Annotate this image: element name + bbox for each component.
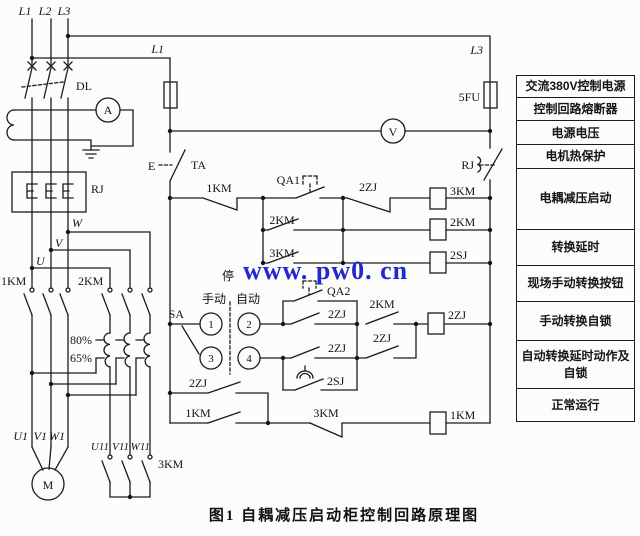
junction-dots bbox=[29, 33, 493, 500]
legend-row: 正常运行 bbox=[516, 388, 635, 423]
label-u1: U1 bbox=[13, 429, 28, 443]
label-2zj-bottom: 2ZJ bbox=[189, 376, 207, 390]
label-u11: U11 bbox=[91, 441, 109, 453]
label-2km-nc: 2KM bbox=[369, 297, 395, 311]
fuse-l1 bbox=[163, 81, 178, 109]
motor-label: M bbox=[43, 478, 54, 492]
legend-row: 电源电压 bbox=[516, 120, 635, 146]
label-2km-main: 2KM bbox=[78, 274, 104, 288]
label-1km-main: 1KM bbox=[1, 274, 27, 288]
switch-ta: E TA bbox=[148, 149, 206, 424]
label-3km-nc: 3KM bbox=[313, 406, 339, 420]
sa-pos-1: 1 bbox=[208, 319, 214, 331]
label-qa2: QA2 bbox=[327, 284, 350, 298]
figure-caption: 图1 自耦减压启动柜控制回路原理图 bbox=[208, 508, 480, 524]
label-rj-left: RJ bbox=[91, 182, 104, 196]
bottom-rows: 2ZJ 1KM 3KM 1KM bbox=[169, 376, 491, 438]
voltmeter bbox=[380, 118, 406, 144]
thermal-relay-rj: RJ bbox=[11, 171, 104, 213]
motor: M U1 V1 W1 bbox=[13, 429, 69, 501]
legend-row: 电耦减压启动 bbox=[516, 167, 635, 230]
label-w11: W11 bbox=[131, 441, 150, 453]
selector-sa: 停 手动 自动 SA 1 2 3 4 bbox=[169, 268, 284, 375]
label-sa: SA bbox=[169, 307, 185, 321]
label-v1: V1 bbox=[34, 429, 47, 443]
coil-2km bbox=[429, 218, 447, 241]
main-contacts-1km-2km: 1KM 2KM bbox=[1, 274, 153, 334]
fuse-5fu bbox=[483, 81, 498, 109]
coil-1km bbox=[429, 411, 447, 435]
label-v11: V11 bbox=[112, 441, 129, 453]
label-phase-l1: L1 bbox=[18, 4, 32, 18]
label-l1-ctrl: L1 bbox=[150, 42, 164, 56]
row-start-3km: 1KM QA1 2ZJ 3KM bbox=[169, 173, 491, 264]
row-3km: 3KM 2SJ bbox=[262, 246, 491, 274]
legend-row: 手动转换自锁 bbox=[516, 300, 635, 341]
label-rj-contact: RJ bbox=[461, 158, 474, 172]
sa-pos-3: 3 bbox=[208, 353, 214, 365]
star-contacts-3km: U11 V11 W11 3KM bbox=[91, 441, 184, 498]
sa-pos-4: 4 bbox=[246, 353, 252, 365]
label-1km-bottom: 1KM bbox=[185, 406, 211, 420]
phase-taps: W V U bbox=[31, 216, 151, 289]
label-2zj-b: 2ZJ bbox=[328, 341, 346, 355]
voltmeter-label: V bbox=[389, 125, 398, 139]
watermark: www. pw0. cn bbox=[243, 256, 409, 285]
label-2zj-c: 2ZJ bbox=[373, 331, 391, 345]
sa-pos-2: 2 bbox=[246, 319, 252, 331]
label-w1: W1 bbox=[49, 429, 65, 443]
label-manual: 手动 bbox=[202, 292, 226, 306]
label-2sj-contact: 2SJ bbox=[327, 374, 345, 388]
breaker-dl: DL bbox=[21, 61, 92, 99]
legend-row: 转换延时 bbox=[516, 228, 635, 267]
label-2sj-coil: 2SJ bbox=[450, 248, 468, 262]
row-2km: 2KM 2KM bbox=[262, 213, 491, 241]
label-dl: DL bbox=[76, 79, 92, 93]
legend-row: 交流380V控制电源 bbox=[516, 75, 635, 98]
label-qa1: QA1 bbox=[277, 173, 300, 187]
label-2km-coil: 2KM bbox=[450, 215, 476, 229]
label-2zj-coil: 2ZJ bbox=[448, 308, 466, 322]
label-ta: TA bbox=[191, 158, 206, 172]
label-2zj-row1: 2ZJ bbox=[359, 180, 377, 194]
label-2zj-a: 2ZJ bbox=[328, 307, 346, 321]
current-transformer: A bbox=[6, 97, 134, 159]
label-1km-row1: 1KM bbox=[206, 181, 232, 195]
label-tap-65: 65% bbox=[70, 351, 92, 365]
coil-2sj bbox=[429, 251, 447, 274]
label-2km-row2: 2KM bbox=[269, 213, 295, 227]
coil-2zj bbox=[427, 312, 445, 335]
label-5fu: 5FU bbox=[459, 90, 481, 104]
label-3km-row3: 3KM bbox=[269, 246, 295, 260]
label-e: E bbox=[148, 159, 155, 173]
rj-contact: RJ bbox=[461, 148, 503, 424]
label-3km-star: 3KM bbox=[158, 457, 184, 471]
label-1km-coil: 1KM bbox=[450, 408, 476, 422]
control-supply: L1 L3 5FU bbox=[31, 35, 498, 153]
label-3km-coil: 3KM bbox=[450, 184, 476, 198]
label-u: U bbox=[36, 254, 46, 268]
label-auto: 自动 bbox=[236, 292, 260, 306]
label-w: W bbox=[72, 216, 83, 230]
coil-3km bbox=[429, 187, 447, 210]
label-phase-l2: L2 bbox=[38, 4, 52, 18]
voltmeter-line: V bbox=[169, 118, 491, 144]
incoming-phases: L1 L2 L3 bbox=[18, 4, 71, 448]
ammeter bbox=[95, 97, 121, 123]
legend-row: 控制回路熔断器 bbox=[516, 96, 635, 122]
label-v: V bbox=[55, 236, 64, 250]
legend-row: 自动转换延时动作及自锁 bbox=[516, 339, 635, 390]
ammeter-label: A bbox=[104, 103, 113, 117]
label-phase-l3: L3 bbox=[57, 4, 71, 18]
zj2-coil-row: 2KM 2ZJ 2ZJ bbox=[356, 297, 491, 359]
legend-row: 电机热保护 bbox=[516, 144, 635, 170]
label-l3-ctrl: L3 bbox=[469, 43, 483, 57]
legend-table: 交流380V控制电源 控制回路熔断器 电源电压 电机热保护 电耦减压启动 转换延… bbox=[516, 75, 635, 423]
label-stop: 停 bbox=[222, 268, 234, 283]
autotransformer: 80% 65% bbox=[31, 332, 151, 456]
label-tap-80: 80% bbox=[70, 333, 92, 347]
qa2-group: QA2 2ZJ 2ZJ 2SJ bbox=[282, 280, 358, 391]
legend-row: 现场手动转换按钮 bbox=[516, 265, 635, 303]
